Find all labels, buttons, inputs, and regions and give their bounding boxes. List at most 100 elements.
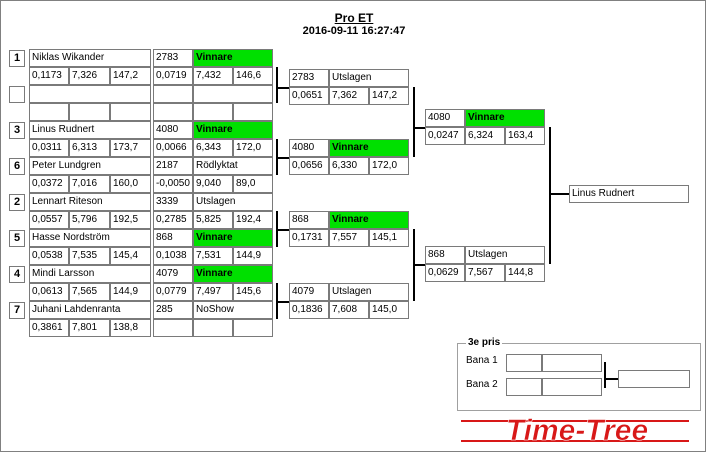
result-status[interactable]: [193, 85, 273, 103]
dial-in[interactable]: 2783: [153, 49, 193, 67]
elapsed-time[interactable]: 5,825: [193, 211, 233, 229]
speed[interactable]: 172,0: [233, 139, 273, 157]
reaction-time[interactable]: 0,1836: [289, 301, 329, 319]
elapsed-time[interactable]: 7,535: [69, 247, 110, 265]
reaction-time[interactable]: 0,0066: [153, 139, 193, 157]
elapsed-time[interactable]: 7,531: [193, 247, 233, 265]
driver-name[interactable]: [29, 85, 151, 103]
result-status[interactable]: Utslagen: [329, 69, 409, 87]
elapsed-time[interactable]: [69, 103, 110, 121]
elapsed-time[interactable]: 7,362: [329, 87, 369, 105]
elapsed-time[interactable]: 5,796: [69, 211, 110, 229]
speed[interactable]: 145,4: [110, 247, 151, 265]
reaction-time[interactable]: 0,0538: [29, 247, 69, 265]
elapsed-time[interactable]: 7,567: [465, 264, 505, 282]
reaction-time[interactable]: [29, 103, 69, 121]
result-status[interactable]: Utslagen: [193, 193, 273, 211]
speed[interactable]: 145,6: [233, 283, 273, 301]
reaction-time[interactable]: 0,0311: [29, 139, 69, 157]
reaction-time[interactable]: [153, 103, 193, 121]
lane1-dial[interactable]: [506, 354, 542, 372]
dial-in[interactable]: 3339: [153, 193, 193, 211]
speed[interactable]: [233, 103, 273, 121]
speed[interactable]: 146,6: [233, 67, 273, 85]
speed[interactable]: 144,8: [505, 264, 545, 282]
driver-name[interactable]: Lennart Riteson: [29, 193, 151, 211]
result-status[interactable]: Utslagen: [465, 246, 545, 264]
speed[interactable]: 144,9: [233, 247, 273, 265]
dial-in[interactable]: 868: [289, 211, 329, 229]
elapsed-time[interactable]: 7,557: [329, 229, 369, 247]
result-status[interactable]: Rödlyktat: [193, 157, 273, 175]
reaction-time[interactable]: 0,0656: [289, 157, 329, 175]
speed[interactable]: 144,9: [110, 283, 151, 301]
dial-in[interactable]: 868: [153, 229, 193, 247]
reaction-time[interactable]: 0,0613: [29, 283, 69, 301]
reaction-time[interactable]: 0,0557: [29, 211, 69, 229]
elapsed-time[interactable]: [193, 103, 233, 121]
result-status[interactable]: Vinnare: [193, 229, 273, 247]
speed[interactable]: 138,8: [110, 319, 151, 337]
elapsed-time[interactable]: 7,565: [69, 283, 110, 301]
driver-name[interactable]: Mindi Larsson: [29, 265, 151, 283]
reaction-time[interactable]: 0,0247: [425, 127, 465, 145]
champion-name[interactable]: Linus Rudnert: [569, 185, 689, 203]
elapsed-time[interactable]: 6,324: [465, 127, 505, 145]
elapsed-time[interactable]: 7,326: [69, 67, 110, 85]
result-status[interactable]: NoShow: [193, 301, 273, 319]
elapsed-time[interactable]: 9,040: [193, 175, 233, 193]
speed[interactable]: 173,7: [110, 139, 151, 157]
speed[interactable]: 145,1: [369, 229, 409, 247]
result-status[interactable]: Vinnare: [329, 211, 409, 229]
speed[interactable]: 89,0: [233, 175, 273, 193]
reaction-time[interactable]: 0,0651: [289, 87, 329, 105]
speed[interactable]: 160,0: [110, 175, 151, 193]
elapsed-time[interactable]: [193, 319, 233, 337]
result-status[interactable]: Vinnare: [329, 139, 409, 157]
dial-in[interactable]: 4079: [153, 265, 193, 283]
reaction-time[interactable]: [153, 319, 193, 337]
lane2-dial[interactable]: [506, 378, 542, 396]
result-status[interactable]: Vinnare: [193, 265, 273, 283]
reaction-time[interactable]: 0,0372: [29, 175, 69, 193]
elapsed-time[interactable]: 6,330: [329, 157, 369, 175]
driver-name[interactable]: Niklas Wikander: [29, 49, 151, 67]
third-place-winner[interactable]: [618, 370, 690, 388]
elapsed-time[interactable]: 6,313: [69, 139, 110, 157]
driver-name[interactable]: Linus Rudnert: [29, 121, 151, 139]
elapsed-time[interactable]: 7,432: [193, 67, 233, 85]
reaction-time[interactable]: 0,0719: [153, 67, 193, 85]
reaction-time[interactable]: 0,1173: [29, 67, 69, 85]
result-status[interactable]: Vinnare: [193, 121, 273, 139]
speed[interactable]: [110, 103, 151, 121]
lane2-result[interactable]: [542, 378, 602, 396]
reaction-time[interactable]: 0,0779: [153, 283, 193, 301]
dial-in[interactable]: 285: [153, 301, 193, 319]
dial-in[interactable]: 4079: [289, 283, 329, 301]
reaction-time[interactable]: 0,0629: [425, 264, 465, 282]
elapsed-time[interactable]: 7,016: [69, 175, 110, 193]
dial-in[interactable]: 868: [425, 246, 465, 264]
dial-in[interactable]: 2187: [153, 157, 193, 175]
speed[interactable]: [233, 319, 273, 337]
reaction-time[interactable]: 0,1731: [289, 229, 329, 247]
speed[interactable]: 192,5: [110, 211, 151, 229]
speed[interactable]: 192,4: [233, 211, 273, 229]
elapsed-time[interactable]: 7,497: [193, 283, 233, 301]
dial-in[interactable]: 4080: [153, 121, 193, 139]
result-status[interactable]: Utslagen: [329, 283, 409, 301]
reaction-time[interactable]: 0,2785: [153, 211, 193, 229]
dial-in[interactable]: 2783: [289, 69, 329, 87]
lane1-result[interactable]: [542, 354, 602, 372]
driver-name[interactable]: Hasse Nordström: [29, 229, 151, 247]
dial-in[interactable]: 4080: [425, 109, 465, 127]
elapsed-time[interactable]: 6,343: [193, 139, 233, 157]
speed[interactable]: 147,2: [369, 87, 409, 105]
reaction-time[interactable]: -0,0050: [153, 175, 193, 193]
reaction-time[interactable]: 0,1038: [153, 247, 193, 265]
result-status[interactable]: Vinnare: [465, 109, 545, 127]
speed[interactable]: 163,4: [505, 127, 545, 145]
speed[interactable]: 147,2: [110, 67, 151, 85]
dial-in[interactable]: 4080: [289, 139, 329, 157]
driver-name[interactable]: Peter Lundgren: [29, 157, 151, 175]
